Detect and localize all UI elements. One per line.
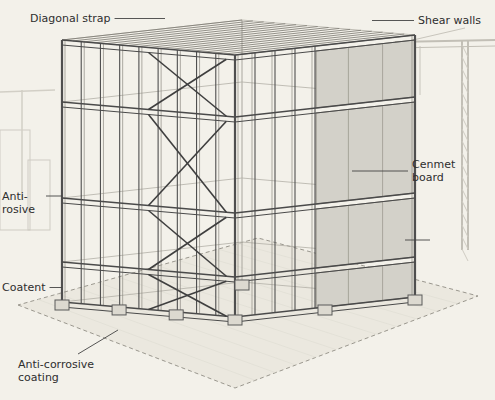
- board-joint: [348, 47, 349, 104]
- crane-lattice: [462, 225, 468, 237]
- board-panel: [316, 40, 415, 108]
- roof-joist: [138, 27, 318, 47]
- leader-line: [405, 240, 430, 241]
- background: [0, 130, 50, 230]
- crane-lattice: [462, 57, 468, 69]
- steel-stud: [238, 55, 239, 317]
- part-label: Anti- rosive: [2, 190, 42, 216]
- board-joint: [348, 269, 349, 304]
- crane-jib: [0, 90, 55, 92]
- roof-joist: [84, 22, 264, 42]
- board-panel: [316, 102, 415, 204]
- background-building: [28, 160, 50, 230]
- ground-slab: [18, 238, 478, 388]
- back-beam: [62, 82, 242, 102]
- crane-mast: [21, 90, 23, 200]
- crane-lattice: [462, 237, 468, 249]
- board-joint: [382, 44, 383, 101]
- crane-lattice: [462, 81, 468, 93]
- back-beam: [62, 242, 242, 262]
- diagonal-strap: [149, 211, 227, 277]
- board-joint: [348, 109, 349, 200]
- roof-joist: [159, 28, 339, 48]
- leader-line: [352, 171, 408, 172]
- floor-track: [235, 297, 415, 317]
- leader-line: [372, 20, 414, 21]
- footing-block: [169, 310, 183, 320]
- footing-block: [235, 280, 249, 290]
- crane-lattice: [462, 129, 468, 141]
- crane-lattice: [462, 93, 468, 105]
- diagonal-strap: [149, 275, 227, 317]
- crane-lattice: [462, 153, 468, 165]
- floor-track: [235, 97, 415, 117]
- floor-track: [235, 35, 415, 55]
- floor-track: [235, 40, 415, 60]
- leader-line: [46, 196, 62, 197]
- part-label: Cenmet board: [412, 158, 468, 184]
- roof-joist: [181, 30, 361, 50]
- diagonal-strap: [149, 59, 227, 109]
- diagonal-strap: [149, 121, 227, 205]
- floor-track: [235, 102, 415, 122]
- part-label: Shear walls: [418, 14, 481, 27]
- steel-frame: [55, 20, 422, 325]
- diagonal-strap: [149, 53, 227, 117]
- diagonal-strap: [149, 281, 227, 309]
- crane-lattice: [462, 213, 468, 225]
- leader-line: [78, 330, 118, 354]
- floor-track: [235, 198, 415, 218]
- footing-block: [112, 305, 126, 315]
- diagonal-strap: [149, 217, 227, 269]
- crane-lattice: [462, 165, 468, 177]
- leader-lines: [46, 19, 430, 355]
- leader-line: [115, 18, 165, 19]
- roof-joist: [127, 26, 307, 46]
- ground-hatch: [118, 277, 336, 350]
- part-label: Diagonal strap: [30, 12, 111, 25]
- diagonal-strap: [149, 115, 227, 213]
- roof-joist: [94, 23, 274, 43]
- board-panel: [316, 198, 415, 268]
- part-label: Anti-corrosive coating: [18, 358, 128, 384]
- roof-joist: [105, 24, 285, 44]
- tower-crane: [0, 28, 495, 261]
- board-joint: [382, 202, 383, 261]
- board-joint: [382, 266, 383, 301]
- board-joint: [348, 205, 349, 264]
- leader-line: [50, 287, 62, 288]
- crane-lattice: [462, 105, 468, 117]
- floor-track: [235, 262, 415, 282]
- roof-joist: [116, 25, 296, 45]
- back-beam: [62, 178, 242, 198]
- crane-lattice: [462, 189, 468, 201]
- footing-block: [55, 300, 69, 310]
- board-panel: [316, 262, 415, 308]
- crane-lattice: [462, 201, 468, 213]
- footing-block: [408, 295, 422, 305]
- roof-joist: [149, 28, 329, 48]
- crane-cable: [420, 46, 421, 95]
- crane-lattice: [462, 249, 468, 261]
- ground-plane: [18, 238, 478, 388]
- footings: [55, 280, 422, 325]
- floor-track: [235, 193, 415, 213]
- footing-block: [228, 315, 242, 325]
- crane-lattice: [462, 69, 468, 81]
- floor-track: [235, 302, 415, 322]
- crane-lattice: [462, 117, 468, 129]
- floor-track: [235, 257, 415, 277]
- crane-lattice: [462, 141, 468, 153]
- footing-block: [318, 305, 332, 315]
- board-joint: [382, 106, 383, 197]
- part-label: Coatent: [2, 281, 46, 294]
- ground-hatch: [198, 255, 417, 319]
- roof-joist: [170, 29, 350, 49]
- crane-lattice: [462, 177, 468, 189]
- crane-mast: [467, 40, 469, 250]
